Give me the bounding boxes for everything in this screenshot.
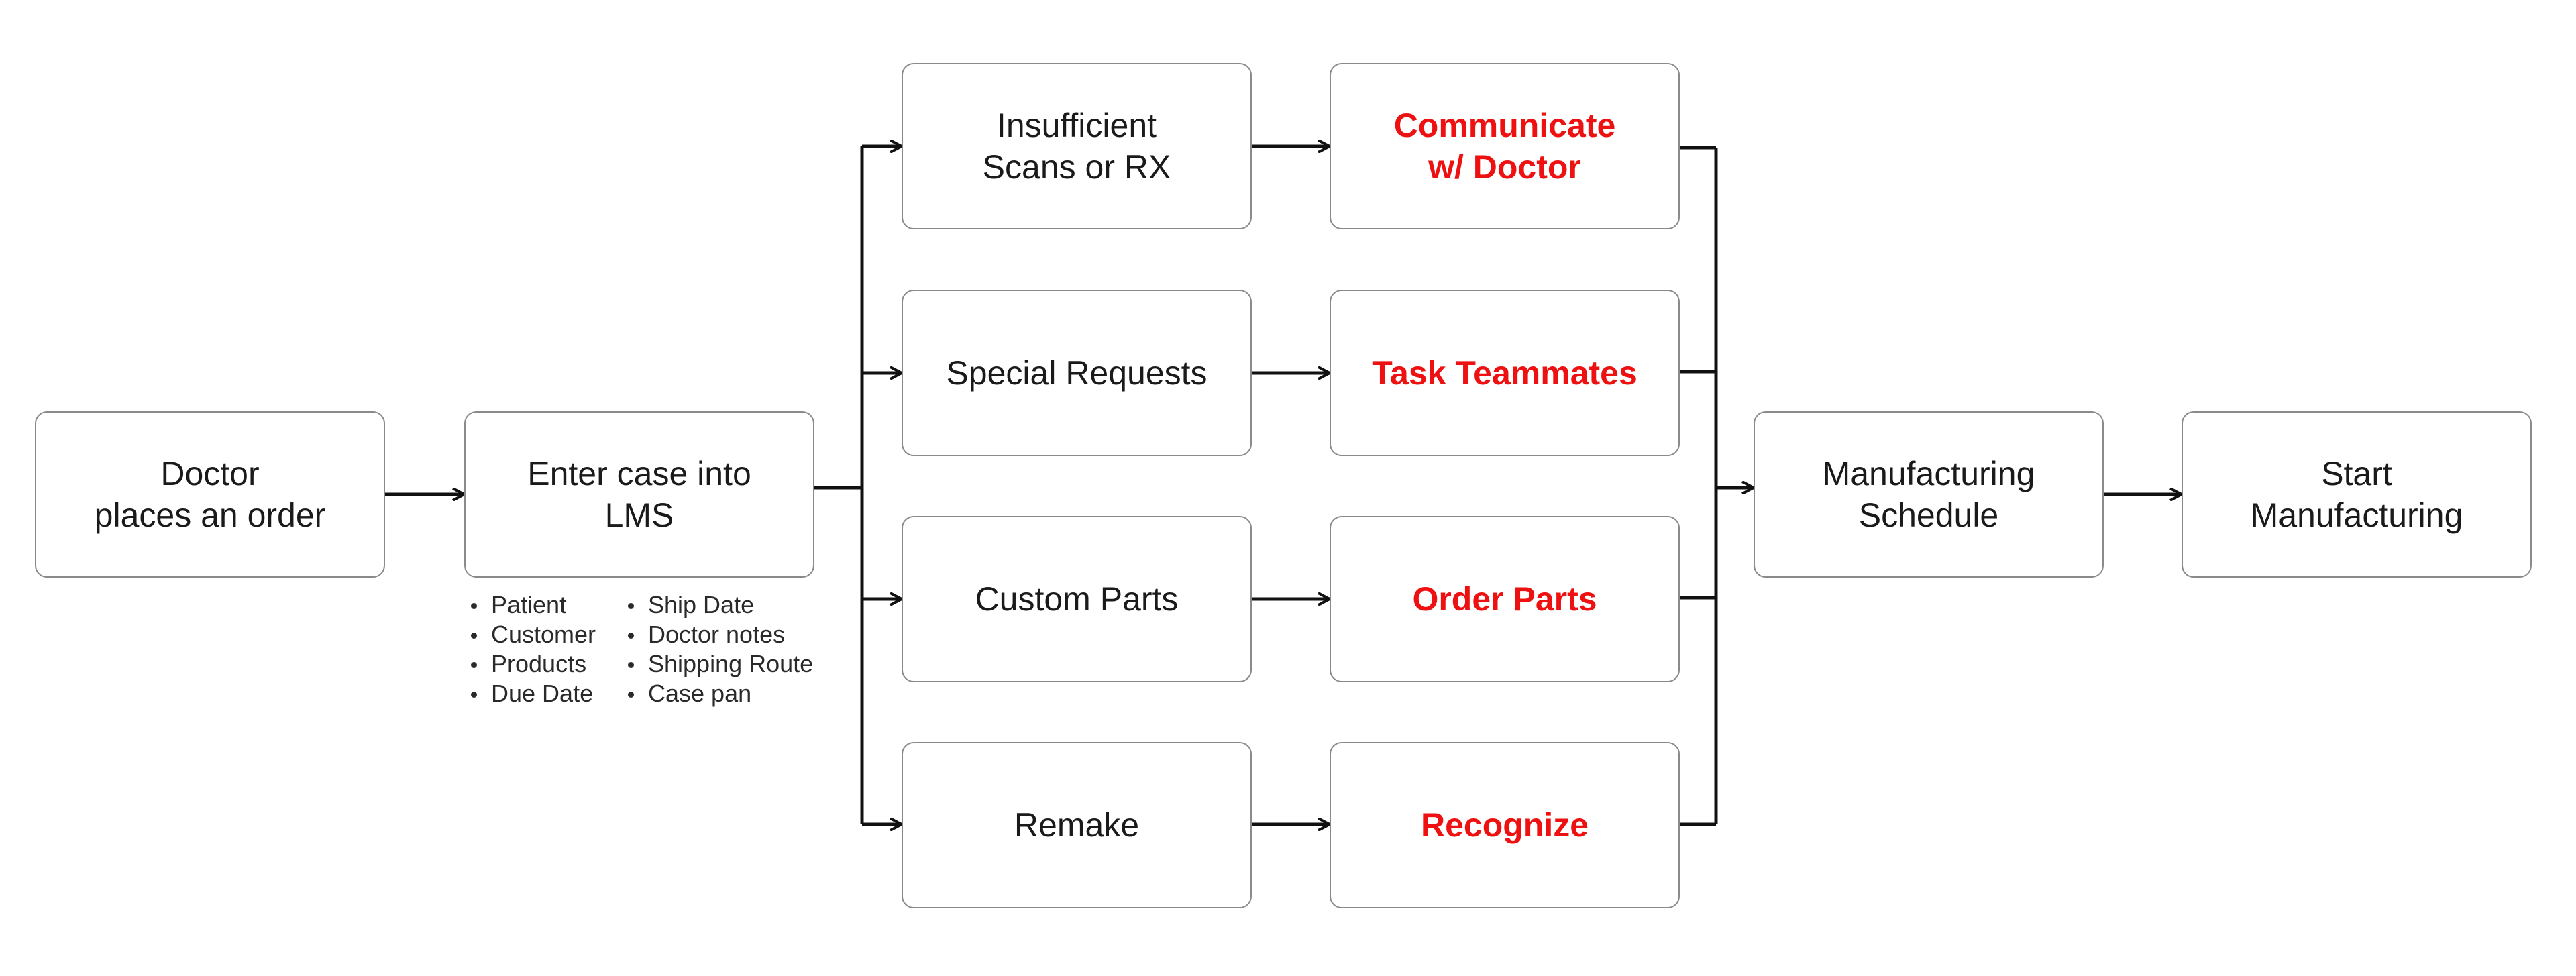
node-order-parts: Order Parts [1330,516,1680,682]
node-start-manufacturing: Start Manufacturing [2182,411,2532,578]
case-field-list-left: Patient Customer Products Due Date [467,590,596,708]
case-field-item: Doctor notes [624,620,813,649]
node-label-action: Order Parts [1412,580,1597,618]
case-field-item: Customer [467,620,596,649]
case-field-item: Shipping Route [624,649,813,679]
node-custom-parts: Custom Parts [902,516,1252,682]
node-remake: Remake [902,742,1252,908]
node-label: Special Requests [946,354,1208,392]
node-manufacturing-schedule: Manufacturing Schedule [1754,411,2104,578]
case-field-item: Ship Date [624,590,813,620]
node-label: Enter case into LMS [527,455,751,534]
node-label-action: Task Teammates [1372,354,1638,392]
node-communicate-doctor: Communicate w/ Doctor [1330,63,1680,229]
node-label: Remake [1014,806,1140,844]
node-label-action: Recognize [1420,806,1589,844]
node-enter-case-lms: Enter case into LMS [464,411,814,578]
case-field-list-right: Ship Date Doctor notes Shipping Route Ca… [624,590,813,708]
node-label: Insufficient Scans or RX [982,107,1171,186]
node-label: Start Manufacturing [2250,455,2463,534]
node-recognize: Recognize [1330,742,1680,908]
node-task-teammates: Task Teammates [1330,290,1680,456]
node-label: Custom Parts [975,580,1179,618]
node-label-action: Communicate w/ Doctor [1393,107,1616,186]
node-insufficient-scans: Insufficient Scans or RX [902,63,1252,229]
node-special-requests: Special Requests [902,290,1252,456]
node-doctor-places-order: Doctor places an order [35,411,385,578]
case-field-item: Case pan [624,679,813,708]
node-label: Manufacturing Schedule [1822,455,2035,534]
case-field-item: Due Date [467,679,596,708]
node-label: Doctor places an order [94,455,326,534]
case-field-item: Products [467,649,596,679]
case-field-item: Patient [467,590,596,620]
